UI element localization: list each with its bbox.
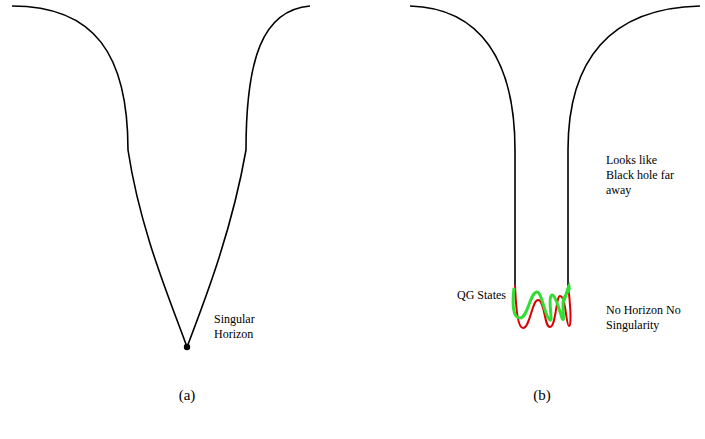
far-view-label: Looks like Black hole far away [606,153,678,198]
throat-left-wall [410,6,515,285]
horizon-label: Singular Horizon [214,312,274,342]
funnel-left-wall [12,6,187,347]
qg-states-label: QG States [430,288,506,303]
panel-caption: (a) [157,386,217,405]
quantum-state-green [513,286,569,320]
funnel-right-wall [187,6,310,347]
panel-caption: (b) [512,386,572,405]
singularity-dot [184,344,190,350]
no-horizon-label: No Horizon No Singularity [606,303,698,333]
throat-right-wall [568,6,700,285]
